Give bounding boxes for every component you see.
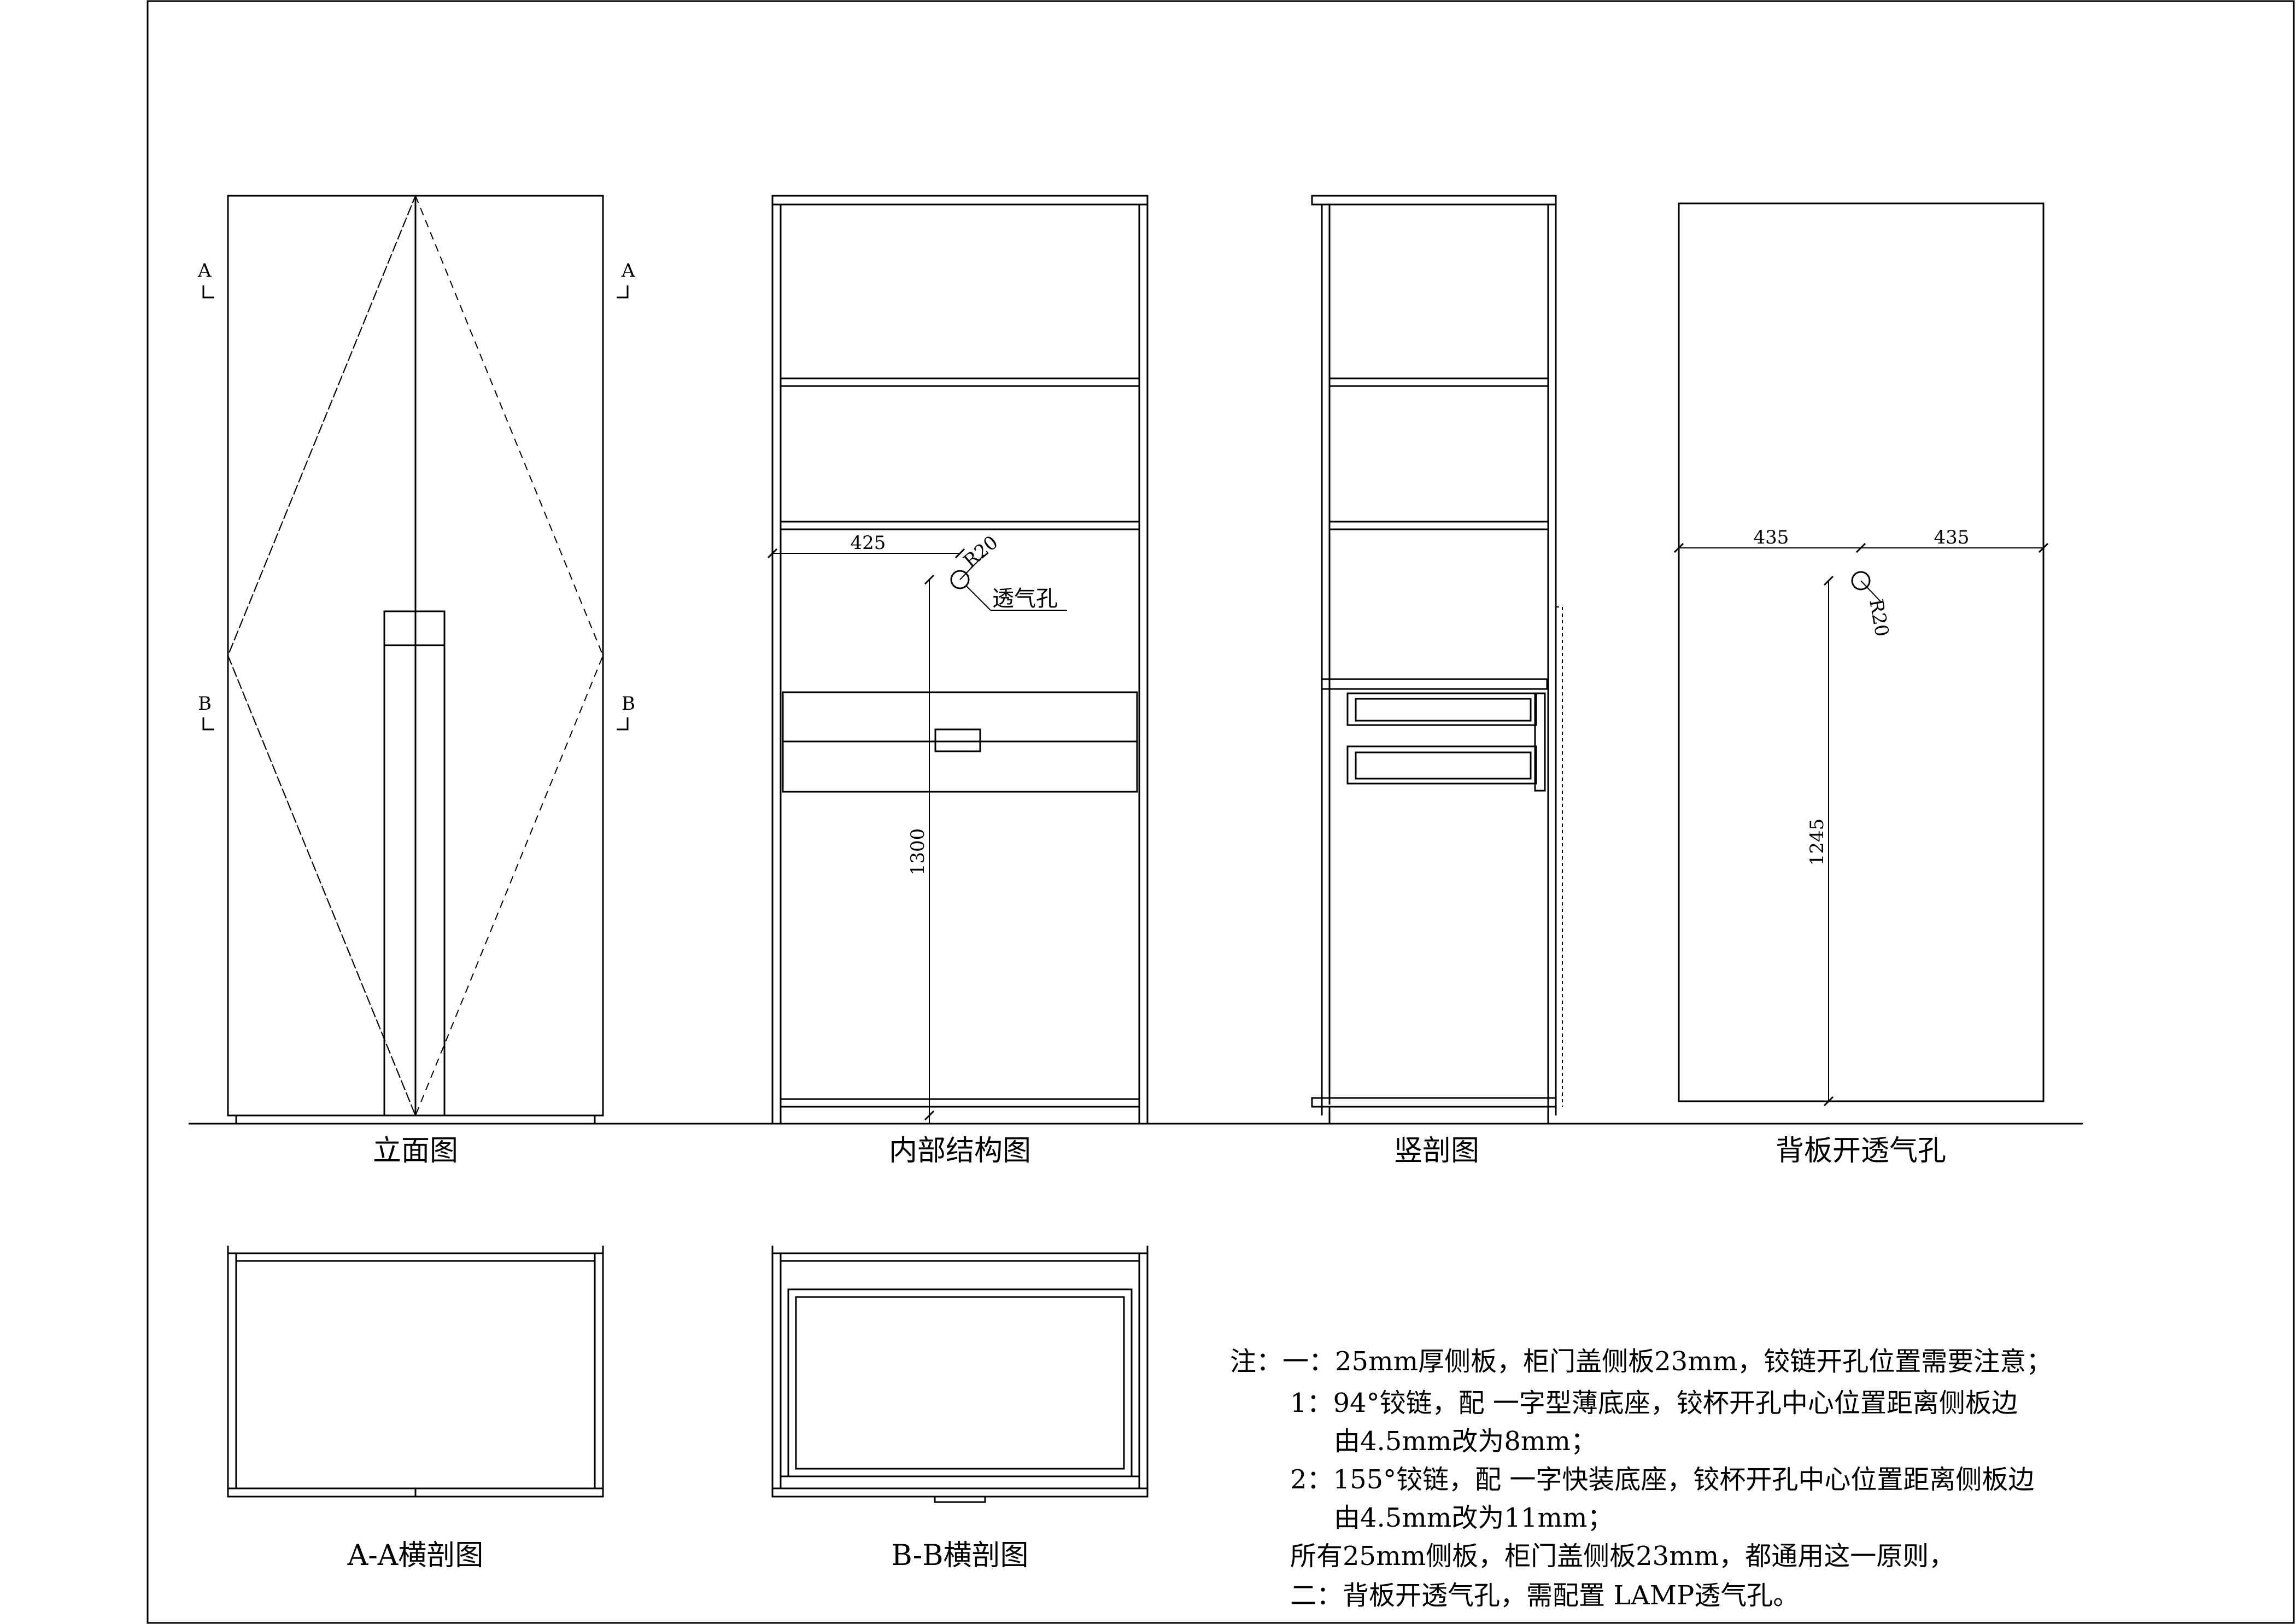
caption-elevation: 立面图 (373, 1135, 458, 1167)
dim-label-435-right: 435 (1934, 527, 1970, 548)
drawer-bottom-front (782, 740, 1138, 793)
back-radius-leader (1860, 580, 1881, 602)
shelf-2 (780, 521, 1140, 530)
top-board (1311, 195, 1557, 206)
drawer-front-section (1534, 692, 1546, 792)
bb-drawer-box-inner (795, 1296, 1125, 1470)
dim-tick-1300-b (924, 1110, 935, 1121)
drawer-box-upper (1346, 692, 1537, 726)
note-line-5: 由4.5mm改为11mm； (1334, 1503, 1613, 1533)
shelf-1 (780, 377, 1140, 387)
caption-vertical-section: 竖剖图 (1394, 1135, 1479, 1167)
vent-label-leader (966, 586, 991, 611)
dim-tick-435-b (2038, 542, 2049, 553)
section-aa-view (227, 1246, 604, 1498)
note-line-4: 2：155°铰链，配 一字快装底座，铰杯开孔中心位置距离侧板边 (1290, 1464, 2034, 1495)
vent-hole (950, 570, 970, 589)
back-radius-label: R20 (1865, 598, 1893, 639)
shelf-section-2 (1328, 521, 1549, 530)
section-mark-a-right (617, 285, 629, 299)
bb-drawer-box (787, 1288, 1133, 1477)
bottom-panel (780, 1098, 1140, 1108)
aa-outline (227, 1252, 604, 1498)
dim-label-1300: 1300 (907, 828, 929, 876)
dim-tick-435-mid (1855, 542, 1866, 553)
right-door-swing-lines (415, 195, 604, 1116)
bottom-board (1311, 1097, 1557, 1108)
section-mark-b-left (202, 717, 214, 731)
back-panel-view: 435 435 R20 1245 (1673, 202, 2049, 1107)
drawer-top-front (782, 691, 1138, 743)
note-line-6: 所有25mm侧板，柜门盖侧板23mm，都通用这一原则， (1290, 1541, 1955, 1572)
note-line-1: 注：一：25mm厚侧板，柜门盖侧板23mm，铰链开孔位置需要注意； (1230, 1346, 2052, 1377)
drawer-box-lower (1346, 745, 1537, 785)
dim-tick-1245-b (1823, 1096, 1834, 1107)
section-mark-b-right (617, 717, 629, 731)
shelf-section-3 (1321, 678, 1548, 690)
left-door-swing-lines (227, 195, 416, 1116)
dim-tick-1300-a (924, 574, 935, 585)
dim-tick-435-a (1673, 542, 1684, 553)
section-bb-view (771, 1246, 1149, 1503)
drawer-box-upper-inner (1355, 698, 1532, 722)
caption-back-panel: 背板开透气孔 (1776, 1135, 1946, 1167)
caption-interior: 内部结构图 (889, 1135, 1031, 1167)
drawer-box-lower-inner (1355, 751, 1532, 780)
door-handle (383, 610, 446, 1117)
radius-label: R20 (959, 531, 1002, 573)
note-line-3: 由4.5mm改为8mm； (1334, 1426, 1597, 1457)
vertical-section-view (1311, 195, 1563, 1124)
dim-tick-425-a (767, 548, 778, 559)
dim-label-1245: 1245 (1806, 819, 1828, 866)
caption-section-aa: A-A横剖图 (347, 1539, 484, 1572)
dim-label-425: 425 (851, 532, 886, 554)
radius-leader (959, 554, 985, 580)
section-mark-a-left (202, 285, 214, 299)
elevation-view: A A B B (197, 195, 635, 1124)
dim-label-435-left: 435 (1754, 527, 1789, 548)
vent-label: 透气孔 (992, 586, 1058, 611)
section-label-b-left: B (198, 693, 212, 715)
interior-outer-frame (771, 195, 1149, 1125)
left-door-swing (227, 195, 416, 1116)
section-label-b-right: B (622, 693, 635, 715)
bb-handle (934, 1496, 986, 1503)
section-label-a-left: A (197, 260, 212, 282)
dim-tick-1245-a (1823, 575, 1834, 586)
section-label-a-right: A (621, 260, 635, 282)
drawer-handle (934, 728, 981, 752)
note-line-7: 二：背板开透气孔，需配置 LAMP透气孔。 (1290, 1580, 1799, 1611)
dim-tick-425-b (954, 548, 965, 559)
interior-view: 425 R20 透气孔 1300 (767, 195, 1149, 1125)
caption-section-bb: B-B横剖图 (892, 1539, 1029, 1572)
note-line-2: 1：94°铰链，配 一字型薄底座，铰杯开孔中心位置距离侧板边 (1290, 1388, 2018, 1418)
back-panel-outline (1678, 202, 2045, 1102)
back-vent-hole (1851, 571, 1871, 591)
shelf-section-1 (1328, 377, 1549, 387)
notes-block: 注：一：25mm厚侧板，柜门盖侧板23mm，铰链开孔位置需要注意； 1：94°铰… (1230, 1346, 2052, 1611)
sheet-border (147, 0, 2295, 1624)
